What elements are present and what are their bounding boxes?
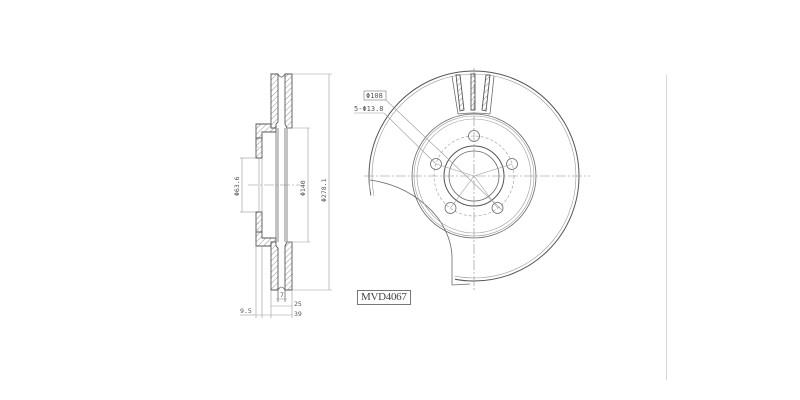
total-height-label: 39 bbox=[294, 310, 302, 318]
part-number-label: MVD4067 bbox=[357, 290, 411, 305]
vane-gap-label: 7 bbox=[280, 291, 284, 299]
flange-thickness-label: 9.5 bbox=[240, 307, 252, 315]
outer-diameter-label: Φ278.1 bbox=[320, 178, 328, 202]
callout-bolt-circle: Φ108 bbox=[363, 90, 503, 211]
callout-bolt-holes: 5-Φ13.8 bbox=[354, 105, 437, 165]
bore-diameter-label: Φ63.6 bbox=[233, 176, 241, 196]
bolt-hole bbox=[444, 202, 457, 214]
bolt-hole bbox=[430, 158, 442, 170]
dim-bore-diameter: Φ63.6 bbox=[233, 157, 256, 213]
side-section-view: Φ63.6 Φ140 Φ278.1 7 25 bbox=[233, 73, 332, 318]
hat-diameter-label: Φ140 bbox=[299, 180, 307, 196]
upper-friction-ring bbox=[270, 73, 293, 129]
hat-section bbox=[248, 123, 300, 247]
bolt-holes-label: 5-Φ13.8 bbox=[354, 105, 384, 113]
bolt-hole bbox=[506, 158, 518, 170]
bolt-circle-label: Φ108 bbox=[366, 92, 383, 100]
drawing-frame-line bbox=[666, 75, 667, 380]
dim-hat-diameter: Φ140 bbox=[287, 127, 310, 243]
vane-section bbox=[451, 73, 495, 115]
thickness-label: 25 bbox=[294, 300, 302, 308]
bolt-hole bbox=[491, 202, 504, 214]
front-view: Φ108 5-Φ13.8 bbox=[354, 68, 590, 290]
bolt-holes bbox=[430, 130, 518, 214]
dim-outer-diameter: Φ278.1 bbox=[292, 73, 332, 291]
dim-bottom: 7 25 39 9.5 bbox=[240, 246, 302, 318]
